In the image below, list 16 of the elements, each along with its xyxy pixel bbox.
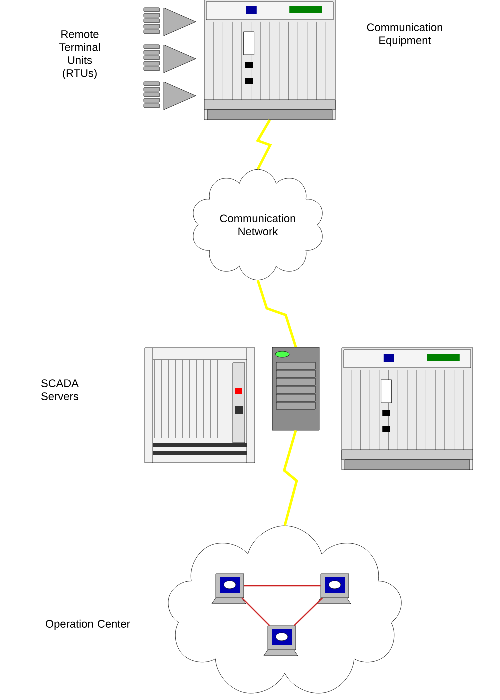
- computer-drawing: [316, 574, 352, 604]
- network-link: [242, 598, 270, 626]
- computer-drawing: [212, 574, 246, 604]
- rack-drawing: [204, 0, 336, 120]
- lightning-link: [256, 120, 272, 170]
- network-link: [294, 598, 324, 626]
- lightning-link: [256, 280, 298, 348]
- lightning-link: [282, 430, 298, 526]
- label-text: SCADA Servers: [42, 380, 79, 400]
- node-caption: Operation Center: [46, 620, 130, 630]
- network-link: [244, 585, 321, 587]
- computer-drawing: [264, 626, 298, 656]
- node-caption: Communication Equipment: [367, 23, 442, 47]
- cloud-shape: [168, 526, 402, 694]
- switch-drawing: [272, 347, 320, 431]
- label-text: Remote Terminal Units (RTUs): [59, 30, 100, 80]
